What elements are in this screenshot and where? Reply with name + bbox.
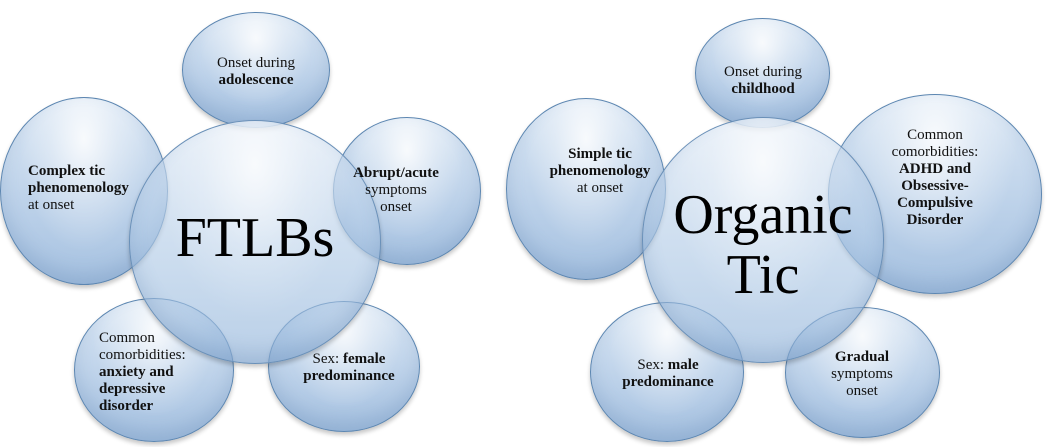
- organic-onset-age-label: Onset during childhood: [724, 64, 802, 97]
- ftlbs-comorbidities-label: Common comorbidities: anxiety and depres…: [99, 330, 186, 414]
- ftlbs-phenomenology-label: Complex tic phenomenology at onset: [28, 163, 129, 213]
- organic-phenomenology-bubble: [506, 98, 666, 280]
- ftlbs-center-bubble: [129, 120, 381, 364]
- organic-sex-label: Sex: male predominance: [622, 357, 714, 390]
- ftlbs-onset-type-label: Abrupt/acute symptoms onset: [353, 165, 439, 215]
- organic-center-bubble: [642, 117, 884, 363]
- organic-onset-age-bubble: [695, 18, 830, 128]
- ftlbs-onset-age-label: Onset during adolescence: [217, 55, 295, 88]
- ftlbs-center-label: FTLBs: [175, 207, 335, 269]
- ftlbs-sex-label: Sex: female predominance: [303, 351, 395, 384]
- organic-comorbidities-label: Common comorbidities: ADHD and Obsessive…: [891, 127, 979, 228]
- organic-onset-type-label: Gradual symptoms onset: [831, 349, 893, 399]
- organic-phenomenology-label: Simple tic phenomenology at onset: [549, 146, 651, 196]
- ftlbs-onset-age-bubble: [182, 12, 330, 128]
- organic-center-label: Organic Tic: [673, 184, 853, 306]
